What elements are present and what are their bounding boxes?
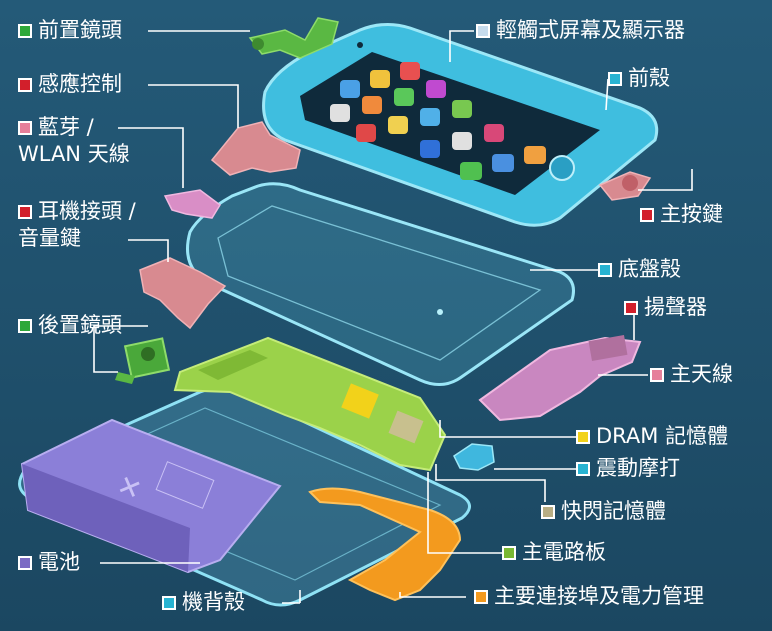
label-text-line2: WLAN 天線 — [18, 142, 130, 166]
swatch-headphone — [18, 205, 32, 219]
flash-chip — [388, 410, 424, 444]
label-text: 機背殼 — [182, 590, 245, 614]
label-home-button: 主按鍵 — [640, 203, 723, 226]
swatch-front-shell — [608, 71, 622, 86]
label-dock-connector: 主要連接埠及電力管理 — [474, 585, 704, 608]
front-camera-illustration — [248, 17, 339, 59]
label-dram: DRAM 記憶體 — [576, 425, 728, 448]
label-text: 主要連接埠及電力管理 — [494, 584, 704, 608]
label-text: 電池 — [38, 550, 80, 574]
label-text: 輕觸式屏幕及顯示器 — [496, 18, 685, 42]
label-text-line1: 藍芽 / — [38, 115, 94, 139]
vibrator-illustration — [453, 443, 495, 471]
home-button-part-illustration — [598, 171, 652, 201]
label-proximity-sensor: 感應控制 — [18, 73, 122, 96]
swatch-speaker — [624, 300, 638, 315]
swatch-dram — [576, 429, 590, 444]
proximity-sensor-illustration — [210, 121, 301, 176]
swatch-flash-memory — [541, 504, 555, 519]
headphone-volume-illustration — [139, 257, 227, 330]
label-front-camera: 前置鏡頭 — [18, 19, 122, 42]
label-speaker: 揚聲器 — [624, 296, 707, 319]
front-shell-illustration — [262, 23, 659, 227]
label-text: 主按鍵 — [660, 202, 723, 226]
home-button-shape — [549, 155, 575, 181]
label-headphone-volume: 耳機接頭 / 音量鍵 — [18, 200, 136, 250]
swatch-vibrator — [576, 461, 590, 476]
label-rear-camera: 後置鏡頭 — [18, 314, 122, 337]
label-logic-board: 主電路板 — [502, 541, 606, 564]
dram-chip — [341, 383, 379, 419]
swatch-touchscreen — [476, 23, 490, 38]
swatch-logic-board — [502, 545, 516, 560]
swatch-main-antenna — [650, 367, 664, 382]
swatch-proximity-sensor — [18, 77, 32, 92]
swatch-home-button — [640, 207, 654, 222]
label-text-line1: 耳機接頭 / — [38, 199, 136, 223]
swatch-chassis — [598, 262, 612, 277]
label-back-case: 機背殼 — [162, 591, 245, 614]
label-text: 快閃記憶體 — [561, 499, 666, 523]
swatch-battery — [18, 555, 32, 570]
speaker-antenna-illustration — [478, 335, 642, 422]
label-text-line2: 音量鍵 — [18, 226, 81, 250]
swatch-dock-connector — [474, 589, 488, 604]
app-icon-grid — [330, 62, 546, 180]
logic-board-illustration — [173, 336, 447, 472]
label-text: 底盤殼 — [618, 257, 681, 281]
label-flash-memory: 快閃記憶體 — [541, 500, 666, 523]
label-main-antenna: 主天線 — [650, 363, 733, 386]
bt-wlan-antenna-illustration — [163, 189, 221, 219]
label-text: 前殼 — [628, 66, 670, 90]
dock-connector-illustration — [308, 487, 462, 602]
label-text: 主天線 — [670, 362, 733, 386]
label-text: DRAM 記憶體 — [596, 424, 729, 448]
label-vibrator: 震動摩打 — [576, 457, 680, 480]
label-bt-wlan-antenna: 藍芽 / WLAN 天線 — [18, 116, 130, 166]
label-text: 揚聲器 — [644, 295, 707, 319]
label-text: 震動摩打 — [596, 456, 680, 480]
label-touchscreen: 輕觸式屏幕及顯示器 — [476, 19, 685, 42]
label-battery: 電池 — [18, 551, 80, 574]
label-text: 主電路板 — [522, 540, 606, 564]
label-text: 感應控制 — [38, 72, 122, 96]
leader-lines — [93, 30, 693, 604]
battery-illustration: ✕ — [20, 418, 282, 574]
label-chassis: 底盤殼 — [598, 258, 681, 281]
swatch-back-case — [162, 595, 176, 610]
swatch-bt-wlan — [18, 121, 32, 135]
label-text: 後置鏡頭 — [38, 313, 122, 337]
rear-camera-illustration — [115, 337, 171, 384]
swatch-rear-camera — [18, 318, 32, 333]
label-text: 前置鏡頭 — [38, 18, 122, 42]
swatch-front-camera — [18, 23, 32, 38]
label-front-shell: 前殼 — [608, 67, 670, 90]
